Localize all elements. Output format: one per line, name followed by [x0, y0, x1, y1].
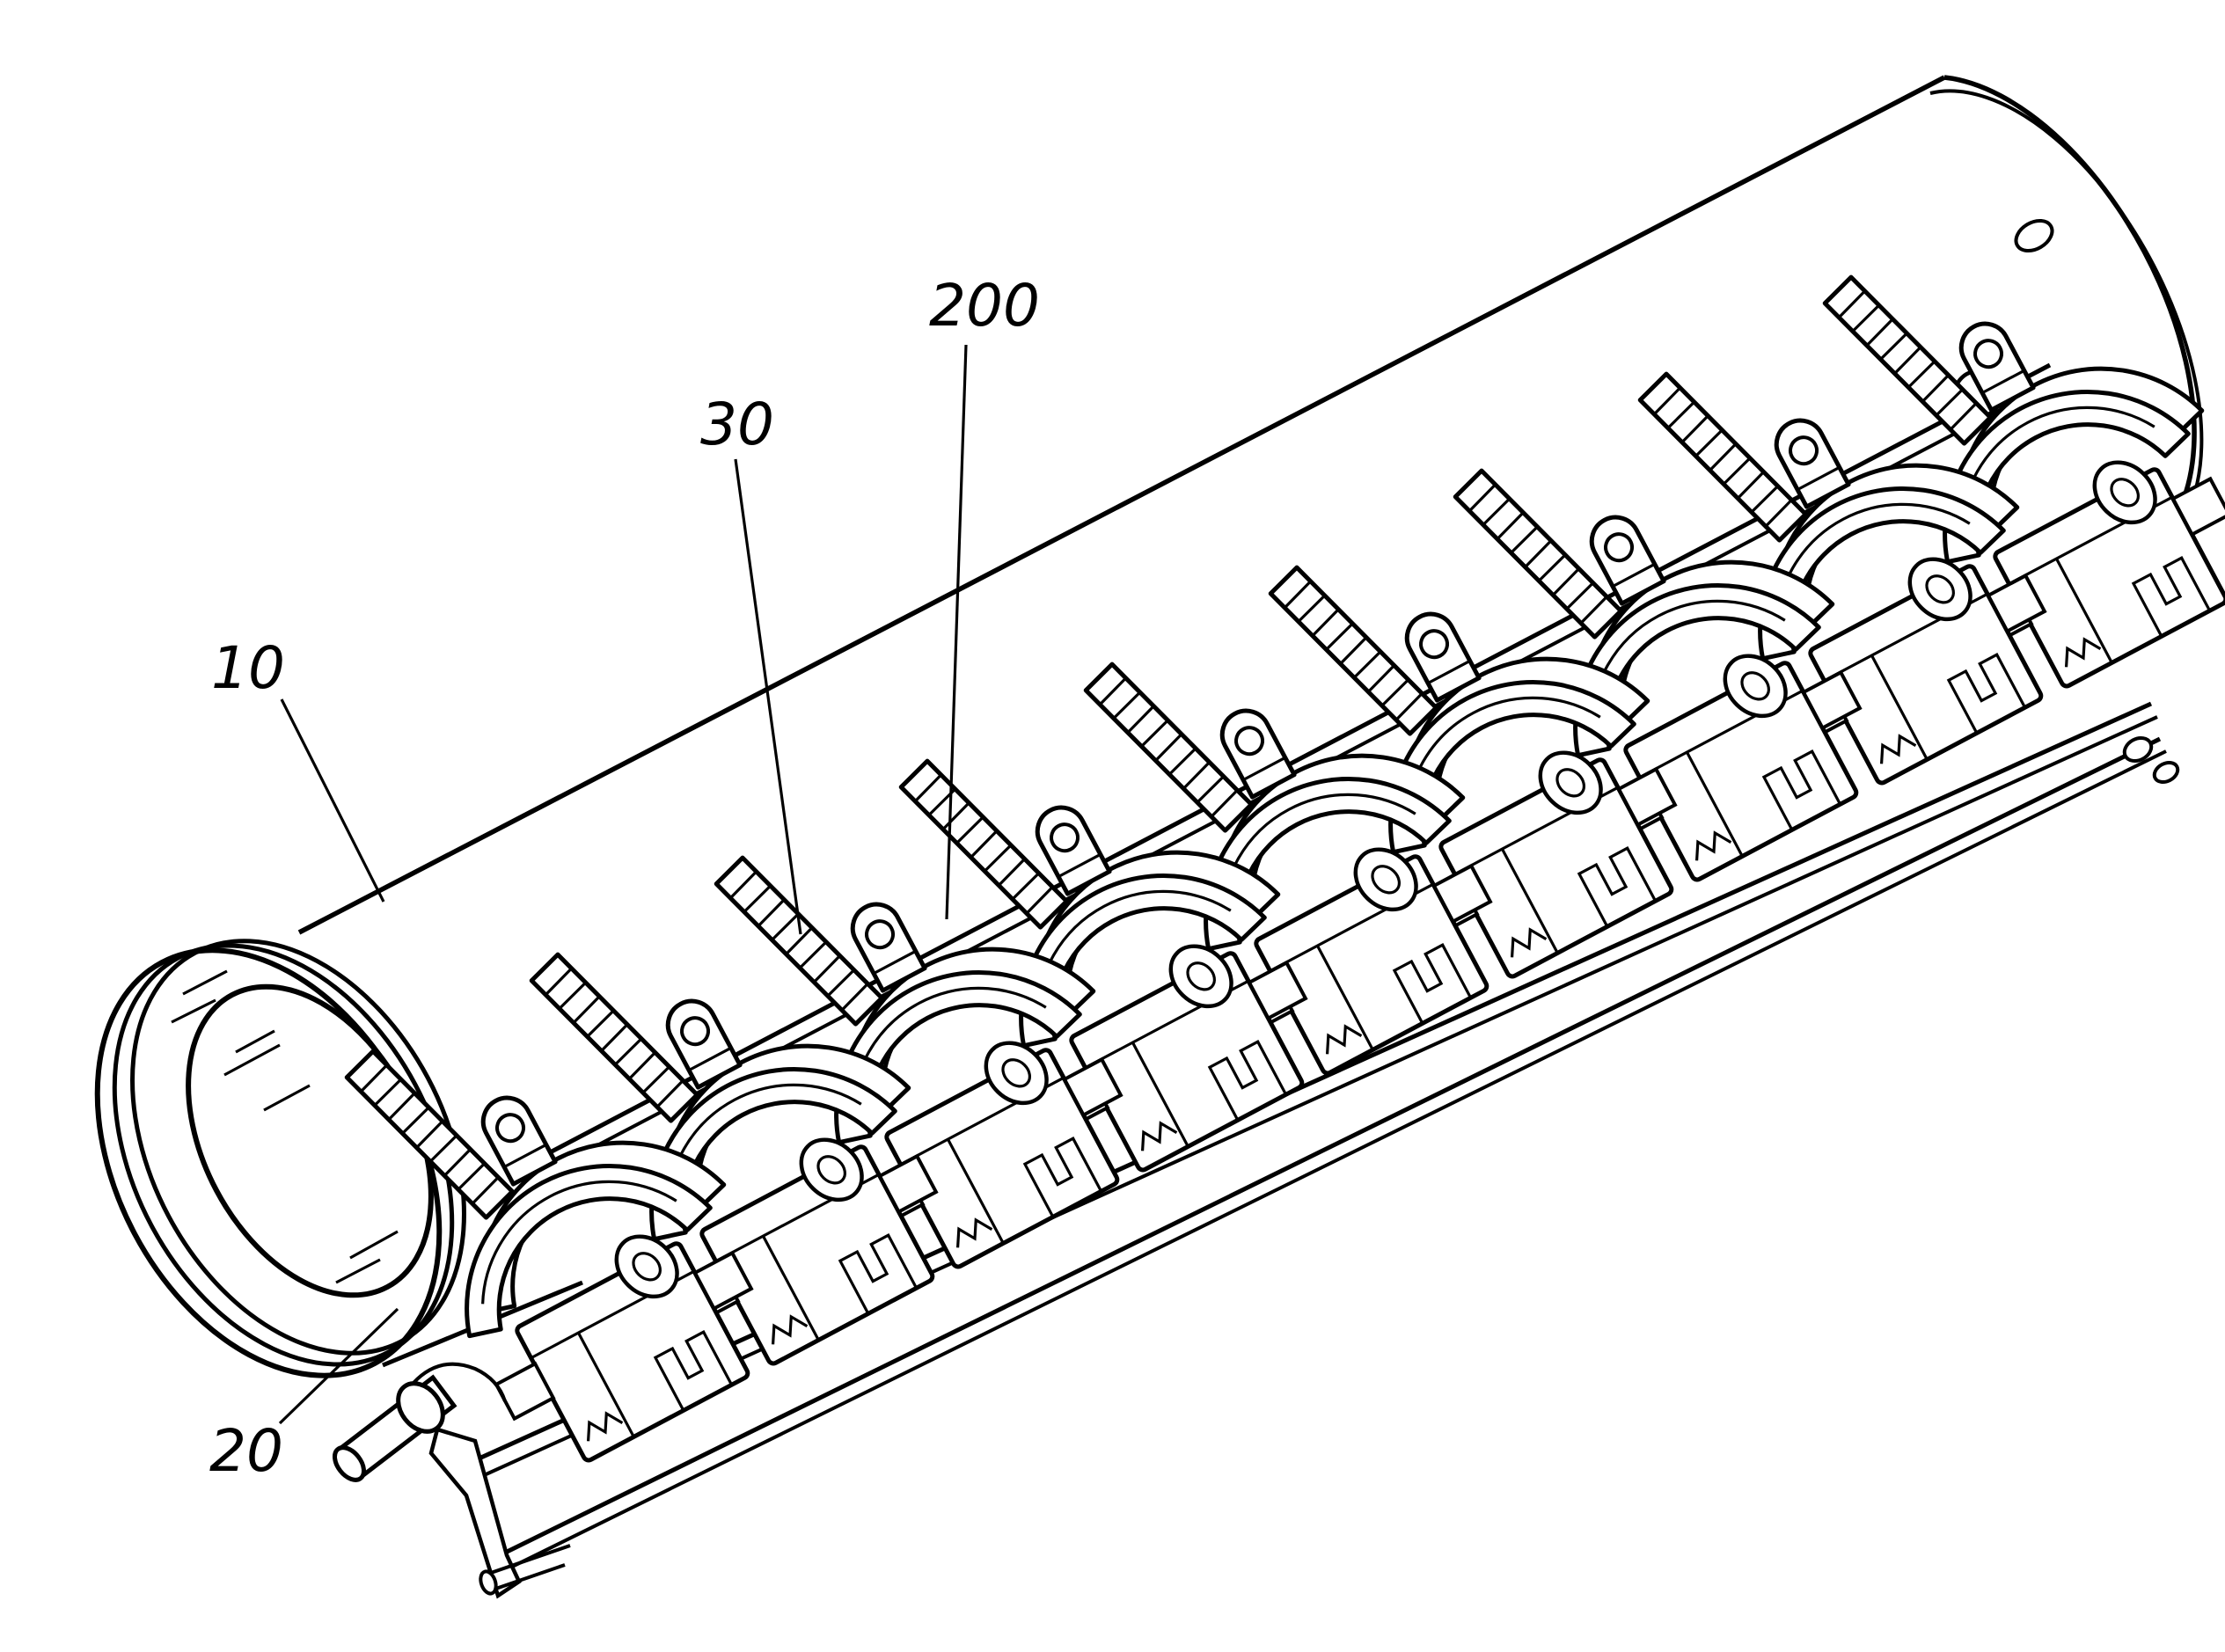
bottom-rail [491, 736, 2180, 1575]
annotations: 10 20 30 200 [209, 272, 1040, 1485]
rail-end-knob [2122, 736, 2154, 763]
bore-hatch-ticks [223, 1029, 399, 1284]
leader-line-30 [734, 458, 802, 935]
lower-rod-cap [479, 1569, 498, 1596]
end-pin-stub [2014, 218, 2054, 253]
hook-link [412, 1362, 507, 1402]
label-30: 30 [700, 391, 774, 458]
cylinder-top-edge [297, 75, 1946, 935]
rail-end-knob [2152, 760, 2180, 785]
link-strap [428, 1427, 522, 1599]
label-10: 10 [211, 634, 285, 702]
label-200: 200 [929, 272, 1040, 340]
rear-rail [535, 362, 2052, 1162]
lower-rod [485, 1544, 571, 1594]
rim-hatch-ticks [171, 969, 228, 1024]
leader-line-10 [280, 698, 385, 903]
leader-line-200 [945, 344, 968, 920]
label-20: 20 [209, 1417, 283, 1485]
assembly-row [330, 161, 2225, 1482]
leader-line-20 [278, 1307, 399, 1425]
support-bar-group [333, 1362, 571, 1599]
rod-end-cap [333, 1445, 366, 1482]
